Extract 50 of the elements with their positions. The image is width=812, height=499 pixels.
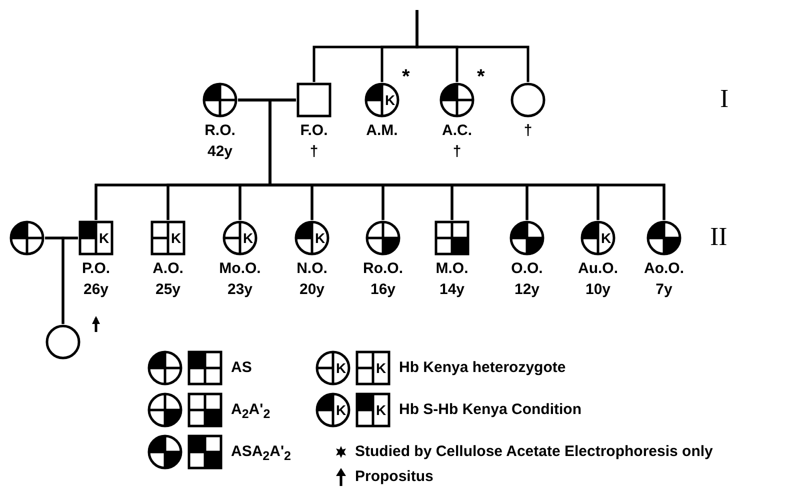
symbol-letter: K bbox=[170, 229, 182, 248]
person-label: F.O. bbox=[299, 122, 329, 139]
asterisk-mark: * bbox=[477, 66, 485, 89]
symbol-letter: K bbox=[384, 91, 396, 110]
person-note: 7y bbox=[654, 281, 674, 298]
person-note: 42y bbox=[206, 143, 234, 160]
person-label: † bbox=[522, 122, 534, 139]
person-note: 20y bbox=[298, 281, 326, 298]
person-label: M.O. bbox=[434, 260, 470, 277]
person-label: R.O. bbox=[204, 122, 236, 139]
person-label: A.O. bbox=[152, 260, 184, 277]
person-note: 25y bbox=[154, 281, 182, 298]
asterisk-mark: * bbox=[402, 66, 410, 89]
person-note: 16y bbox=[369, 281, 397, 298]
symbol-letter: K bbox=[600, 229, 612, 248]
person-note: 12y bbox=[513, 281, 541, 298]
legend-text: AS bbox=[231, 359, 252, 377]
legend-text: A$_{2}$A'$_{2}$ bbox=[231, 401, 270, 423]
person-note: 14y bbox=[438, 281, 466, 298]
generation-numeral: I bbox=[720, 84, 729, 114]
person-note: 10y bbox=[584, 281, 612, 298]
legend-text: Studied by Cellulose Acetate Electrophoresis only bbox=[355, 443, 713, 461]
symbol-letter: K bbox=[334, 359, 348, 378]
symbol-letter: K bbox=[374, 359, 388, 378]
pedigree-line bbox=[416, 10, 530, 82]
person-label: P.O. bbox=[80, 260, 112, 277]
person-label: Au.O. bbox=[577, 260, 619, 277]
person-label: O.O. bbox=[510, 260, 544, 277]
person-note: † bbox=[452, 143, 462, 160]
person-label: Mo.O. bbox=[218, 260, 262, 277]
symbol-letter: K bbox=[98, 229, 110, 248]
pedigree-line bbox=[62, 236, 78, 324]
person-note: † bbox=[308, 143, 320, 160]
person-label: A.M. bbox=[365, 122, 399, 139]
person-label: Ro.O. bbox=[362, 260, 404, 277]
symbol-letter: K bbox=[242, 229, 254, 248]
generation-numeral: II bbox=[710, 222, 728, 252]
legend-text: Hb S-Hb Kenya Condition bbox=[399, 401, 582, 419]
symbol-letter: K bbox=[374, 401, 388, 420]
symbol-letter: K bbox=[314, 229, 326, 248]
propositus-arrow bbox=[92, 316, 100, 332]
legend-text: Propositus bbox=[355, 468, 434, 486]
person-note: 23y bbox=[226, 281, 254, 298]
legend-text: Hb Kenya heterozygote bbox=[399, 359, 566, 377]
symbol-letter: K bbox=[334, 401, 348, 420]
person-note: 26y bbox=[82, 281, 110, 298]
person-label: A.C. bbox=[441, 122, 473, 139]
person-label: N.O. bbox=[296, 260, 328, 277]
legend-text: ASA$_{2}$A'$_{2}$ bbox=[231, 443, 291, 465]
person-label: Ao.O. bbox=[643, 260, 685, 277]
